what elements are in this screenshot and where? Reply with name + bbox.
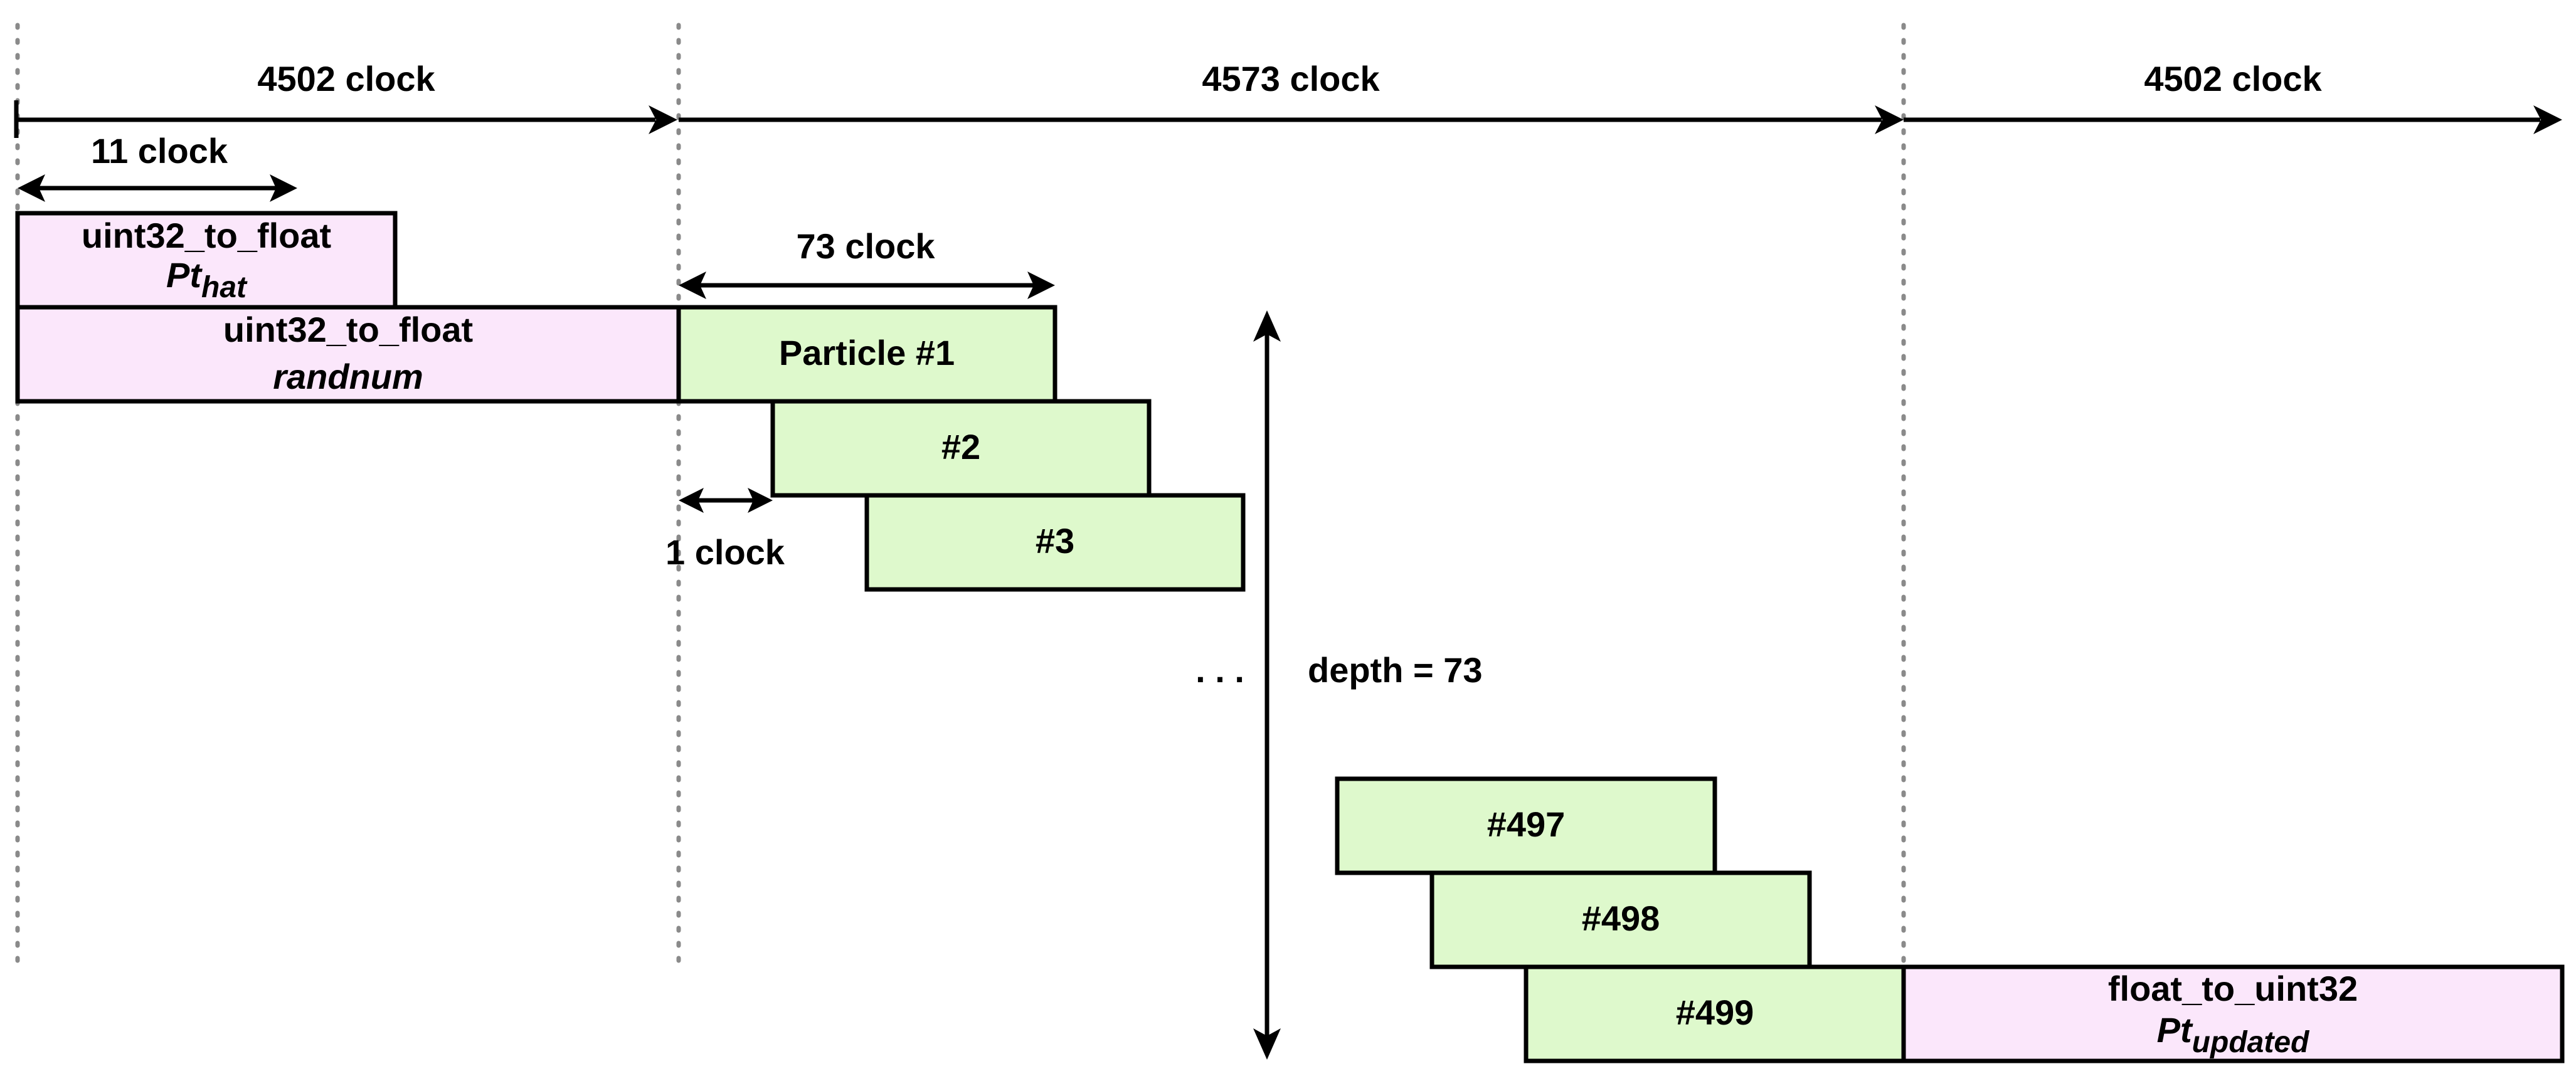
particle-label: #497 xyxy=(1487,804,1566,844)
block-pt-updated xyxy=(1901,964,2565,1063)
pipeline-depth-label: depth = 73 xyxy=(1308,650,1483,690)
initiation-interval-label: 1 clock xyxy=(665,532,785,572)
pipeline-depth-arrow xyxy=(1253,310,1281,1060)
timeline-segment-1-label: 4502 clock xyxy=(257,59,435,98)
block-randnum-var: randnum xyxy=(273,357,423,396)
timeline-segment-3-label: 4502 clock xyxy=(2144,59,2322,98)
arrowhead-icon xyxy=(18,174,45,202)
particle-box xyxy=(1335,776,1717,875)
arrowhead-icon xyxy=(1027,272,1055,299)
particle-box xyxy=(770,399,1152,498)
conversion-latency-label: 11 clock xyxy=(91,131,228,171)
ellipsis-text: . . . xyxy=(1195,650,1244,690)
arrowhead-icon xyxy=(1875,105,1904,134)
conversion-latency-arrow xyxy=(18,174,297,202)
particle-box xyxy=(676,305,1057,404)
particle-label: #3 xyxy=(1036,521,1074,561)
block-pt-hat xyxy=(15,211,398,310)
block-randnum-name: uint32_to_float xyxy=(223,310,473,349)
block-pt-updated-var: Ptupdated xyxy=(2157,1010,2310,1059)
block-pt-hat-name: uint32_to_float xyxy=(82,216,331,255)
block-pt-updated-name: float_to_uint32 xyxy=(2108,969,2358,1008)
particle-latency-label: 73 clock xyxy=(796,226,935,266)
particle-box xyxy=(1524,964,1906,1063)
particle-latency-arrow xyxy=(679,272,1055,299)
particle-label: Particle #1 xyxy=(779,333,955,372)
timeline-axis xyxy=(14,100,2562,138)
arrowhead-icon xyxy=(270,174,297,202)
arrowhead-icon xyxy=(748,488,773,513)
particle-label: #2 xyxy=(941,427,980,467)
arrowhead-icon xyxy=(2533,105,2562,134)
arrowhead-icon xyxy=(679,272,706,299)
block-pt-hat-var: Pthat xyxy=(166,255,248,304)
particle-box xyxy=(864,493,1246,592)
block-randnum xyxy=(15,305,681,404)
particle-box xyxy=(1429,870,1812,969)
arrowhead-icon xyxy=(649,105,677,134)
initiation-interval-arrow xyxy=(679,488,773,513)
arrowhead-icon xyxy=(1253,310,1281,342)
arrowhead-icon xyxy=(679,488,704,513)
timeline-segment-2-label: 4573 clock xyxy=(1202,59,1380,98)
arrowhead-icon xyxy=(1253,1028,1281,1060)
particle-label: #498 xyxy=(1582,899,1660,938)
particle-label: #499 xyxy=(1676,993,1754,1032)
